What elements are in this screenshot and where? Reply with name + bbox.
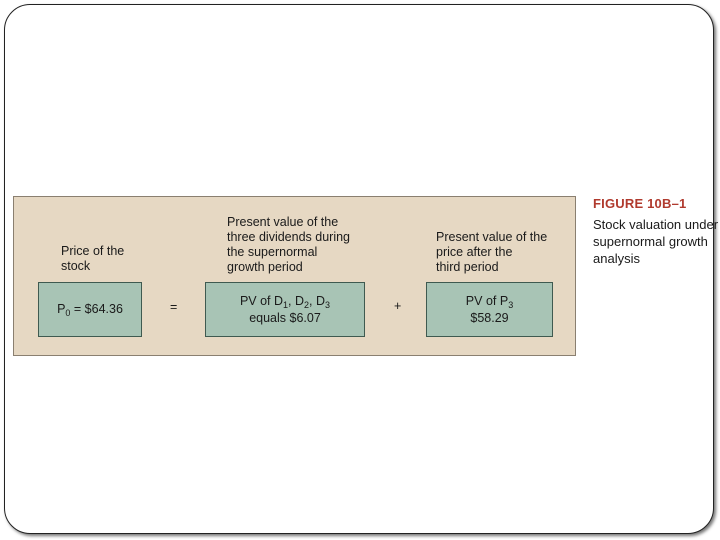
price-box: P0 = $64.36 [38, 282, 142, 337]
figure-panel: Price of the stock Present value of the … [13, 196, 576, 356]
price-label: Price of the stock [61, 244, 125, 273]
price-value: P0 = $64.36 [57, 302, 123, 318]
future-price-box: PV of P3 $58.29 [426, 282, 553, 337]
future-price-title: PV of P3 [465, 293, 514, 310]
equals-sign: = [170, 300, 178, 314]
figure-number: FIGURE 10B–1 [593, 196, 687, 211]
future-price-value: $58.29 [470, 310, 509, 325]
figure-caption: Stock valuation under supernormal growth… [593, 217, 719, 266]
dividends-box: PV of D1, D2, D3 equals $6.07 [205, 282, 365, 337]
pv-dividends-label: Present value of the three dividends dur… [227, 215, 350, 274]
dividends-value: equals $6.07 [249, 310, 321, 325]
slide-frame: Price of the stock Present value of the … [4, 4, 718, 534]
dividends-title: PV of D1, D2, D3 [239, 293, 331, 310]
plus-sign: + [394, 299, 402, 313]
pv-price-label: Present value of the price after the thi… [436, 230, 548, 274]
